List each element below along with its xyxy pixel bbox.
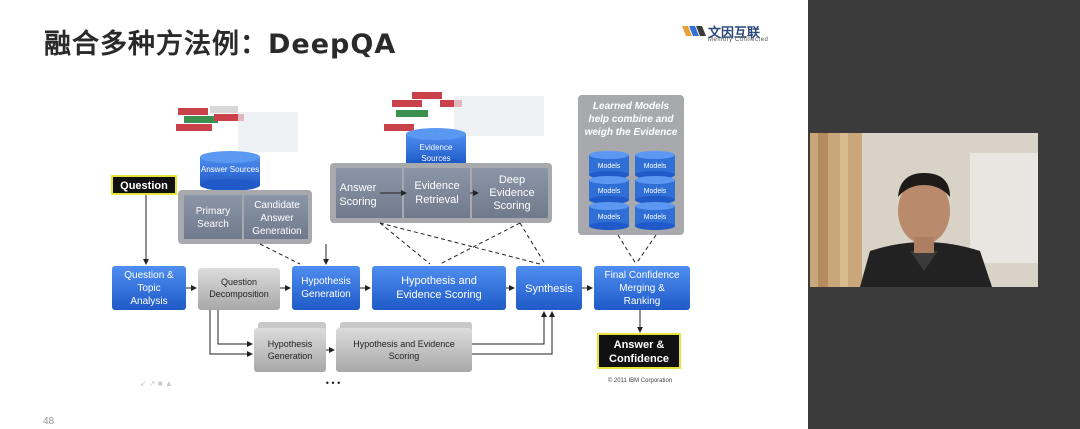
svg-text:Evidence: Evidence bbox=[489, 187, 534, 199]
svg-text:Evidence: Evidence bbox=[420, 143, 453, 152]
svg-text:Answer &: Answer & bbox=[614, 339, 665, 351]
svg-text:Hypothesis and Evidence: Hypothesis and Evidence bbox=[353, 339, 455, 349]
svg-text:weigh the Evidence: weigh the Evidence bbox=[585, 127, 678, 138]
models-label: Models bbox=[598, 188, 621, 195]
svg-text:help combine and: help combine and bbox=[588, 114, 674, 125]
logo-tagline: Memory Connected bbox=[708, 37, 769, 43]
books-icon bbox=[384, 92, 544, 136]
models-db: Models bbox=[589, 202, 629, 230]
copyright: © 2011 IBM Corporation bbox=[608, 377, 672, 384]
primary-search-box bbox=[184, 195, 242, 239]
svg-text:Confidence: Confidence bbox=[609, 353, 669, 365]
models-label: Models bbox=[598, 163, 621, 170]
svg-text:Candidate: Candidate bbox=[254, 200, 300, 211]
hypothesis-generation-box bbox=[292, 266, 360, 310]
svg-text:Evidence: Evidence bbox=[414, 180, 459, 192]
deep-evidence-scoring-box bbox=[472, 168, 548, 218]
gray-hypothesis-generation-box bbox=[254, 328, 326, 372]
logo-name: 文因互联 bbox=[708, 26, 761, 41]
synthesis-label: Synthesis bbox=[525, 283, 573, 295]
svg-text:Analysis: Analysis bbox=[130, 296, 167, 307]
svg-text:Merging &: Merging & bbox=[619, 283, 665, 294]
evidence-retrieval-box bbox=[404, 168, 470, 218]
answer-confidence-box bbox=[597, 333, 681, 369]
models-label: Models bbox=[598, 214, 621, 221]
hypothesis-evidence-scoring-box bbox=[372, 266, 506, 310]
svg-text:Evidence Scoring: Evidence Scoring bbox=[396, 289, 482, 301]
answer-sources-db: Answer Sources bbox=[200, 151, 260, 191]
logo-mark-icon bbox=[682, 26, 706, 36]
ellipsis: • • • bbox=[326, 378, 340, 388]
svg-text:Decomposition: Decomposition bbox=[209, 289, 269, 299]
svg-text:Deep: Deep bbox=[499, 174, 525, 186]
svg-text:Topic: Topic bbox=[137, 283, 160, 294]
svg-text:Answer: Answer bbox=[260, 213, 294, 224]
models-db: Models bbox=[589, 151, 629, 179]
svg-text:Search: Search bbox=[197, 219, 229, 230]
synthesis-box bbox=[516, 266, 582, 310]
svg-text:Hypothesis: Hypothesis bbox=[268, 339, 313, 349]
svg-text:Generation: Generation bbox=[268, 351, 313, 361]
svg-text:Question: Question bbox=[221, 277, 257, 287]
models-label: Models bbox=[644, 214, 667, 221]
svg-text:Sources: Sources bbox=[421, 154, 450, 163]
svg-text:Question &: Question & bbox=[124, 270, 174, 281]
svg-text:Hypothesis and: Hypothesis and bbox=[401, 275, 477, 287]
models-label: Models bbox=[644, 163, 667, 170]
answer-sources-label: Answer Sources bbox=[201, 165, 259, 174]
svg-text:Learned Models: Learned Models bbox=[593, 101, 670, 112]
question-label: Question bbox=[120, 180, 168, 192]
models-db: Models bbox=[635, 151, 675, 179]
evidence-sources-db: Evidence Sources bbox=[406, 128, 466, 170]
models-db: Models bbox=[635, 202, 675, 230]
svg-text:Ranking: Ranking bbox=[624, 296, 661, 307]
page-number: 48 bbox=[43, 416, 55, 427]
svg-text:Scoring: Scoring bbox=[339, 196, 376, 208]
question-box bbox=[111, 175, 177, 195]
books-icon bbox=[176, 106, 298, 152]
slide: 融合多种方法例：DeepQA 文因互联 Memory Connected bbox=[0, 0, 808, 429]
slide-title: 融合多种方法例：DeepQA bbox=[44, 29, 397, 60]
svg-text:Retrieval: Retrieval bbox=[415, 194, 458, 206]
question-decomposition-box bbox=[198, 268, 280, 310]
webcam-video[interactable] bbox=[810, 133, 1038, 287]
svg-text:Final Confidence: Final Confidence bbox=[604, 270, 679, 281]
svg-text:Scoring: Scoring bbox=[389, 351, 420, 361]
final-confidence-box bbox=[594, 266, 690, 310]
svg-text:Generation: Generation bbox=[301, 289, 350, 300]
models-db: Models bbox=[589, 176, 629, 204]
deepqa-diagram: Answer Sources Primary Search Candidate … bbox=[111, 92, 690, 388]
models-db: Models bbox=[635, 176, 675, 204]
svg-text:Scoring: Scoring bbox=[493, 200, 530, 212]
presenter-video-icon bbox=[810, 133, 1038, 287]
svg-text:Hypothesis: Hypothesis bbox=[301, 276, 350, 287]
gray-hypothesis-evidence-scoring-box bbox=[336, 328, 472, 372]
candidate-generation-box bbox=[244, 195, 308, 239]
models-label: Models bbox=[644, 188, 667, 195]
svg-text:Primary: Primary bbox=[196, 206, 230, 217]
company-logo: 文因互联 Memory Connected bbox=[682, 20, 782, 46]
faint-watermark: ↙ ↗ ■ ▲ bbox=[140, 379, 173, 388]
svg-text:Answer: Answer bbox=[340, 182, 377, 194]
svg-text:Generation: Generation bbox=[252, 226, 301, 237]
question-topic-analysis-box bbox=[112, 266, 186, 310]
